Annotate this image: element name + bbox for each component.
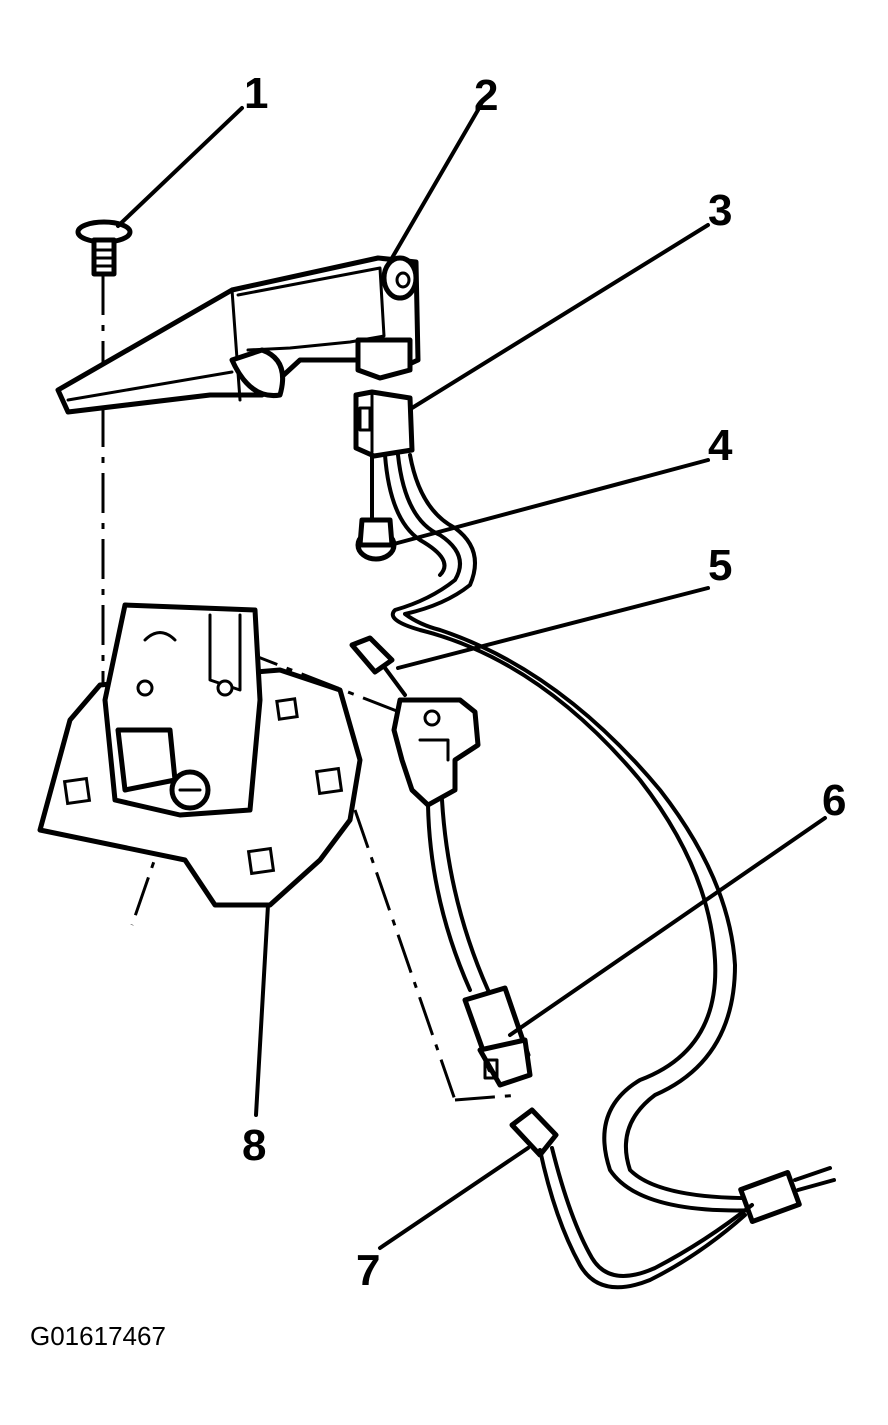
harness-connector [462,985,533,1088]
callout-labels: 1 2 3 4 5 6 7 8 [242,69,846,1295]
lamp-wire-harness [383,453,836,1225]
pigtail-connector [509,1107,754,1290]
lamp-connector [353,389,415,459]
callout-1: 1 [244,69,268,118]
callout-3: 3 [708,186,732,235]
callout-7: 7 [356,1246,380,1295]
switch-connector [349,635,407,697]
figure-id: G01617467 [30,1321,166,1351]
callout-2: 2 [474,71,498,120]
callout-8: 8 [242,1121,266,1170]
callout-5: 5 [708,541,732,590]
push-pin-fastener [75,219,133,277]
leader-lines [116,106,827,1250]
switch-assembly [391,697,490,992]
callout-6: 6 [822,776,846,825]
lamp-housing [55,255,421,415]
mounting-bracket [37,602,363,908]
callout-4: 4 [708,421,733,470]
